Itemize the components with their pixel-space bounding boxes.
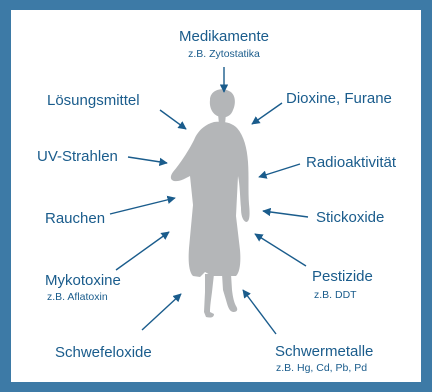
sublabel-pestizide: z.B. DDT — [314, 289, 357, 301]
arrow-rauchen — [110, 198, 175, 214]
label-radio: Radioaktivität — [306, 154, 396, 172]
silhouette-body — [171, 122, 250, 277]
label-schwefel: Schwefeloxide — [55, 344, 152, 362]
label-rauchen: Rauchen — [45, 210, 105, 228]
arrow-loesungsmittel — [160, 110, 186, 129]
silhouette-leg-right — [222, 274, 237, 312]
label-loesungsmittel: Lösungsmittel — [47, 92, 140, 110]
label-medikamente: Medikamente — [179, 28, 269, 46]
label-dioxine: Dioxine, Furane — [286, 90, 392, 108]
sublabel-schwermetalle: z.B. Hg, Cd, Pb, Pd — [276, 362, 367, 374]
arrow-uv — [128, 157, 167, 163]
arrow-schwefel — [142, 294, 181, 330]
silhouette-leg-left — [204, 274, 214, 318]
silhouette-head — [210, 89, 235, 117]
arrow-stickoxide — [263, 211, 308, 217]
sublabel-mykotoxine: z.B. Aflatoxin — [47, 291, 108, 303]
person-silhouette — [171, 89, 250, 317]
label-pestizide: Pestizide — [312, 268, 373, 286]
arrow-schwermetalle — [243, 290, 276, 334]
arrow-radio — [259, 164, 300, 177]
arrow-dioxine — [252, 103, 282, 124]
arrow-pestizide — [255, 234, 306, 266]
label-uv: UV-Strahlen — [37, 148, 118, 166]
label-schwermetalle: Schwermetalle — [275, 343, 373, 361]
label-stickoxide: Stickoxide — [316, 209, 384, 227]
arrow-mykotoxine — [116, 232, 169, 270]
sublabel-medikamente: z.B. Zytostatika — [188, 48, 260, 60]
label-mykotoxine: Mykotoxine — [45, 272, 121, 290]
